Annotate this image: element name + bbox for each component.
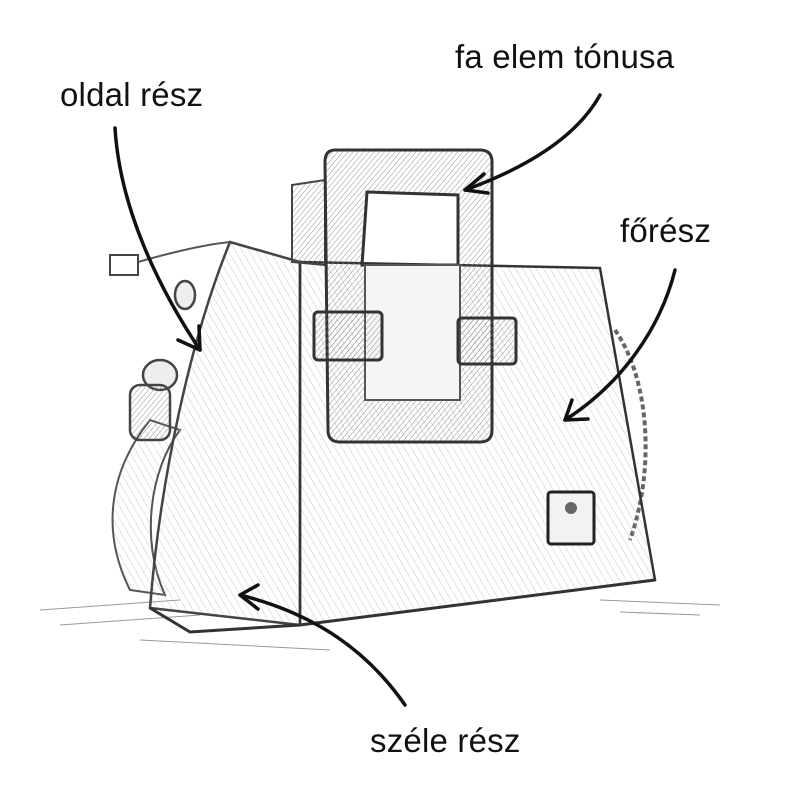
arrow-edge xyxy=(238,593,407,707)
side-panel xyxy=(148,240,302,627)
arrow-side xyxy=(113,126,202,352)
handle-loop-left xyxy=(312,310,384,362)
label-edge-part: széle rész xyxy=(370,722,521,759)
logo-badge xyxy=(546,490,596,546)
arrow-main xyxy=(563,268,677,422)
arrow-wood xyxy=(463,93,602,192)
handle-back xyxy=(291,178,326,267)
handle-loop-right xyxy=(456,316,518,366)
label-side-part: oldal rész xyxy=(60,76,204,113)
label-main-part: főrész xyxy=(620,212,712,249)
ground-shadow xyxy=(39,599,721,651)
annotation-arrows xyxy=(113,93,677,707)
buckle-clasp xyxy=(128,279,197,442)
label-wood-element-tone: fa elem tónusa xyxy=(455,38,675,75)
zipper-tab xyxy=(109,254,139,276)
